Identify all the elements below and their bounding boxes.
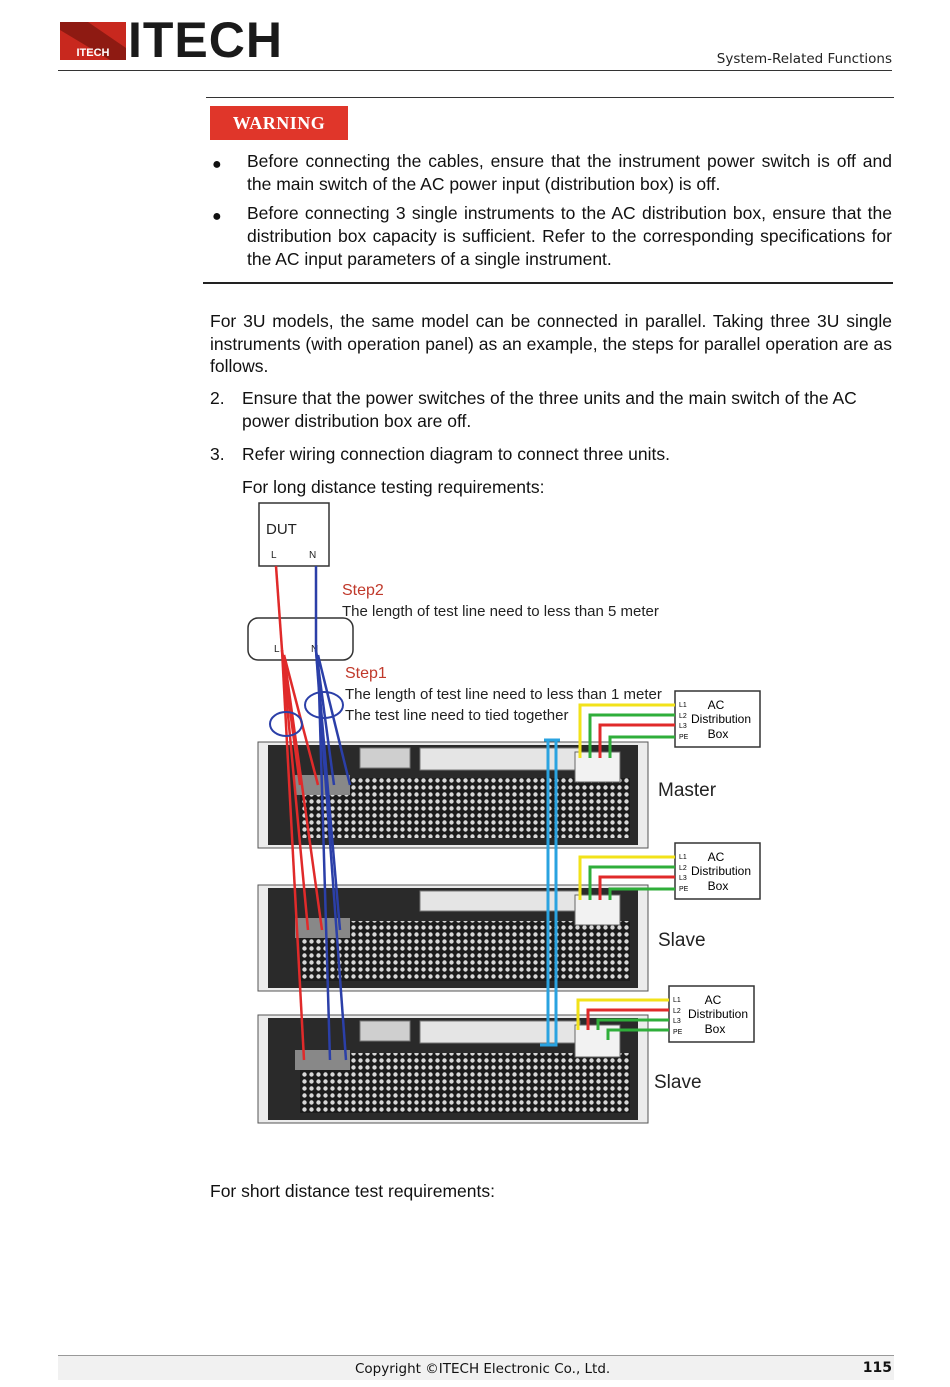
svg-text:L1: L1 — [679, 854, 687, 861]
tie-marker-n — [304, 691, 344, 719]
step2-text: The length of test line need to less tha… — [342, 603, 659, 620]
svg-text:Box: Box — [708, 879, 729, 893]
dut-box: DUT L N — [258, 502, 330, 567]
bullet-icon: ● — [212, 208, 222, 225]
svg-text:L2: L2 — [673, 1008, 681, 1015]
warning-item: ●Before connecting the cables, ensure th… — [212, 151, 892, 194]
svg-text:Box: Box — [705, 1022, 726, 1036]
svg-text:ITECH: ITECH — [77, 47, 110, 59]
svg-text:Distribution: Distribution — [688, 1007, 748, 1021]
ac-box-slave-2: L1 L2 L3 PE AC Distribution Box — [668, 985, 755, 1043]
svg-text:PE: PE — [673, 1029, 683, 1036]
svg-text:Distribution: Distribution — [691, 712, 751, 726]
svg-text:L: L — [271, 550, 277, 561]
warning-list: ●Before connecting the cables, ensure th… — [210, 150, 892, 277]
step1-line2: The test line need to tied together — [345, 707, 568, 724]
svg-text:PE: PE — [679, 886, 689, 893]
svg-text:AC: AC — [708, 850, 725, 864]
svg-text:Distribution: Distribution — [691, 864, 751, 878]
header-rule — [58, 70, 892, 71]
svg-text:L2: L2 — [679, 713, 687, 720]
svg-text:N: N — [309, 550, 316, 561]
ac-box-slave-1: L1 L2 L3 PE AC Distribution Box — [674, 842, 761, 900]
intro-paragraph: For 3U models, the same model can be con… — [210, 311, 892, 376]
warning-badge: WARNING — [210, 106, 348, 140]
long-distance-caption: For long distance testing requirements: — [242, 477, 545, 497]
svg-text:AC: AC — [708, 698, 725, 712]
warning-bottom-rule — [203, 282, 893, 284]
step-list: 2.Ensure that the power switches of the … — [210, 387, 892, 477]
chassis-slave-1 — [257, 884, 649, 992]
junction-box: L N — [247, 617, 354, 661]
chassis-slave-2 — [257, 1014, 649, 1124]
logo-wordmark: ITECH — [128, 12, 283, 68]
ac-wires — [576, 703, 675, 1040]
logo-mark: ITECH — [60, 22, 126, 60]
tie-marker-l — [269, 711, 303, 737]
svg-text:L1: L1 — [673, 997, 681, 1004]
unit-label-slave: Slave — [658, 930, 706, 951]
ac-box-master: L1 L2 L3 PE AC Distribution Box — [674, 690, 761, 748]
warning-item: ●Before connecting 3 single instruments … — [212, 203, 892, 269]
short-distance-caption: For short distance test requirements: — [210, 1181, 495, 1201]
svg-text:L: L — [274, 644, 280, 655]
wiring-diagram: DUT L N L N Step2 The length of test lin… — [240, 495, 780, 1135]
parallel-bus — [540, 738, 560, 1047]
svg-text:L1: L1 — [679, 702, 687, 709]
step2-title: Step2 — [342, 582, 384, 599]
warning-top-rule — [206, 97, 894, 98]
bullet-icon: ● — [212, 156, 222, 173]
step1-title: Step1 — [345, 665, 387, 682]
svg-text:PE: PE — [679, 734, 689, 741]
unit-label-master: Master — [658, 780, 717, 801]
svg-text:AC: AC — [705, 993, 722, 1007]
svg-text:N: N — [311, 644, 318, 655]
step-item: 2.Ensure that the power switches of the … — [210, 388, 857, 431]
footer-copyright: Copyright ©ITECH Electronic Co., Ltd. — [355, 1361, 611, 1377]
svg-text:L3: L3 — [679, 723, 687, 730]
svg-text:L3: L3 — [679, 875, 687, 882]
page-number: 115 — [862, 1360, 892, 1376]
svg-text:DUT: DUT — [266, 521, 297, 538]
step-item: 3.Refer wiring connection diagram to con… — [210, 444, 671, 464]
step1-line1: The length of test line need to less tha… — [345, 686, 662, 703]
svg-text:L2: L2 — [679, 865, 687, 872]
svg-text:Box: Box — [708, 727, 729, 741]
svg-text:L3: L3 — [673, 1018, 681, 1025]
unit-label-slave: Slave — [654, 1072, 702, 1093]
footer-bar — [58, 1355, 894, 1380]
section-title: System-Related Functions — [716, 51, 892, 67]
